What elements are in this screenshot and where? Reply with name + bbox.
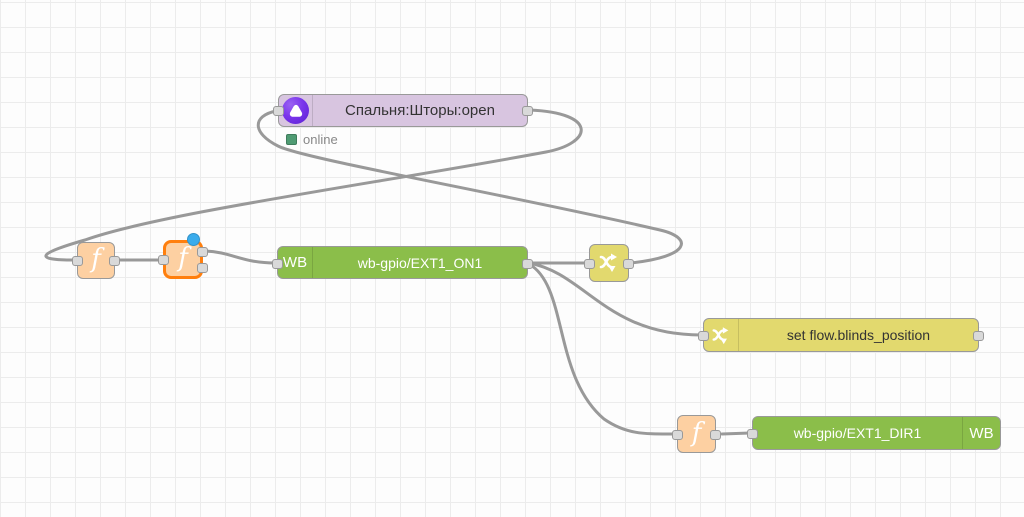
status-text: online <box>303 132 338 147</box>
node-label: wb-gpio/EXT1_ON1 <box>357 254 483 271</box>
input-port[interactable] <box>747 429 758 439</box>
output-port[interactable] <box>710 430 721 440</box>
change-icon <box>704 319 739 351</box>
node-label: Спальня:Шторы:open <box>345 102 495 119</box>
yandex-alice-icon <box>279 95 313 126</box>
node-wb-gpio-ext1-dir1[interactable]: wb-gpio/EXT1_DIR1 WB <box>747 416 1001 450</box>
wire-gpio-on-to-change1[interactable] <box>527 261 703 337</box>
node-function-1[interactable]: f <box>72 242 120 279</box>
wb-badge-label: WB <box>282 254 308 271</box>
wire-function2-to-gpio-on[interactable] <box>203 249 277 265</box>
changed-indicator-icon <box>187 233 200 246</box>
output-port-1[interactable] <box>197 247 208 257</box>
function-icon: f <box>691 417 702 448</box>
wire-switch1-to-alice[interactable] <box>256 109 683 265</box>
input-port[interactable] <box>273 106 284 116</box>
status-dot-icon <box>286 134 297 145</box>
node-label: wb-gpio/EXT1_DIR1 <box>793 425 922 441</box>
wb-badge: WB <box>278 247 313 278</box>
node-change-set-flow-blinds-position[interactable]: set flow.blinds_position <box>698 318 984 352</box>
node-switch[interactable] <box>584 244 634 282</box>
function-icon: f <box>178 243 188 273</box>
function-icon: f <box>91 244 101 274</box>
output-port[interactable] <box>973 331 984 341</box>
output-port[interactable] <box>522 259 533 269</box>
input-port[interactable] <box>698 331 709 341</box>
node-label: set flow.blinds_position <box>786 327 931 343</box>
output-port[interactable] <box>522 106 533 116</box>
input-port[interactable] <box>584 259 595 269</box>
wb-badge-label: WB <box>969 424 994 442</box>
wire-gpio-on-to-function3[interactable] <box>527 262 677 436</box>
output-port[interactable] <box>109 256 120 266</box>
wire-function3-to-gpio-dir[interactable] <box>720 431 752 436</box>
input-port[interactable] <box>672 430 683 440</box>
input-port[interactable] <box>272 259 283 269</box>
output-port-2[interactable] <box>197 263 208 273</box>
node-status: online <box>286 132 338 147</box>
wb-badge: WB <box>962 417 1000 449</box>
input-port[interactable] <box>72 256 83 266</box>
output-port[interactable] <box>623 259 634 269</box>
wire-alice-to-function1[interactable] <box>44 108 583 262</box>
node-wb-gpio-ext1-on1[interactable]: WB wb-gpio/EXT1_ON1 <box>272 246 533 279</box>
node-alice-device[interactable]: Спальня:Шторы:open <box>273 94 533 127</box>
node-function-3[interactable]: f <box>672 415 721 453</box>
switch-icon <box>597 250 621 277</box>
node-function-2-selected[interactable]: f <box>158 233 208 279</box>
input-port[interactable] <box>158 255 169 265</box>
